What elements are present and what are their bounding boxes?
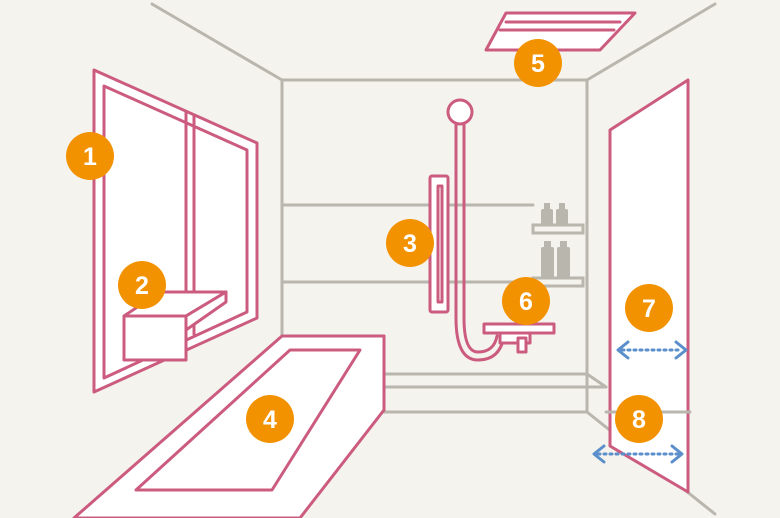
shower-assembly bbox=[428, 98, 506, 362]
ceiling-edge-right bbox=[585, 2, 717, 82]
bottle-icon bbox=[557, 247, 570, 278]
counter-side bbox=[184, 290, 228, 332]
badge-window: 1 bbox=[66, 132, 114, 180]
bottle-icon bbox=[556, 209, 568, 225]
badge-number: 3 bbox=[403, 230, 417, 258]
grab-bar-inner bbox=[436, 184, 444, 304]
ceiling-edge-left bbox=[150, 2, 284, 82]
badge-number: 8 bbox=[632, 406, 646, 434]
back-wall bbox=[280, 78, 589, 414]
bottle-cap bbox=[544, 203, 550, 209]
badge-number: 4 bbox=[263, 406, 277, 434]
shelf-upper bbox=[531, 223, 585, 235]
door-upper-arrow bbox=[616, 340, 688, 360]
floor-step-corner bbox=[585, 372, 608, 389]
bottle-cap bbox=[560, 241, 567, 247]
arrow-head-left bbox=[616, 340, 630, 360]
shower-head-icon bbox=[446, 98, 474, 126]
faucet-shelf bbox=[482, 322, 556, 354]
shower-hose-inner bbox=[462, 316, 499, 354]
bathtub-basin bbox=[134, 348, 362, 492]
badge-number: 1 bbox=[83, 143, 97, 171]
badge-door-upper: 7 bbox=[625, 284, 673, 332]
arrow-head-right bbox=[670, 444, 684, 464]
badge-grab-bar: 3 bbox=[386, 219, 434, 267]
badge-ventilation: 5 bbox=[514, 39, 562, 87]
arrow-head-right bbox=[674, 340, 688, 360]
ventilation-fan bbox=[484, 11, 637, 52]
badge-number: 5 bbox=[531, 50, 545, 78]
bottle-cap bbox=[544, 241, 551, 247]
counter-front bbox=[122, 314, 188, 362]
counter bbox=[122, 290, 228, 362]
arrow-head-left bbox=[592, 444, 606, 464]
badge-faucet-shelf: 6 bbox=[502, 277, 550, 325]
bottle-cap bbox=[559, 203, 565, 209]
badge-counter: 2 bbox=[118, 261, 166, 309]
badge-bathtub: 4 bbox=[246, 395, 294, 443]
faucet-spout bbox=[516, 336, 528, 354]
wall-shelves bbox=[531, 203, 585, 288]
badge-number: 6 bbox=[519, 288, 533, 316]
bottles bbox=[541, 203, 570, 278]
badge-door-lower: 8 bbox=[615, 395, 663, 443]
badge-number: 7 bbox=[642, 295, 656, 323]
badge-number: 2 bbox=[135, 272, 149, 300]
bathtub bbox=[72, 334, 386, 518]
window-inner-frame bbox=[102, 84, 249, 380]
shower-hose-outer bbox=[454, 316, 506, 362]
faucet-body bbox=[498, 331, 532, 345]
bottle-icon bbox=[541, 209, 553, 225]
bottle-icon bbox=[541, 247, 554, 278]
door-lower-arrow bbox=[592, 444, 684, 464]
